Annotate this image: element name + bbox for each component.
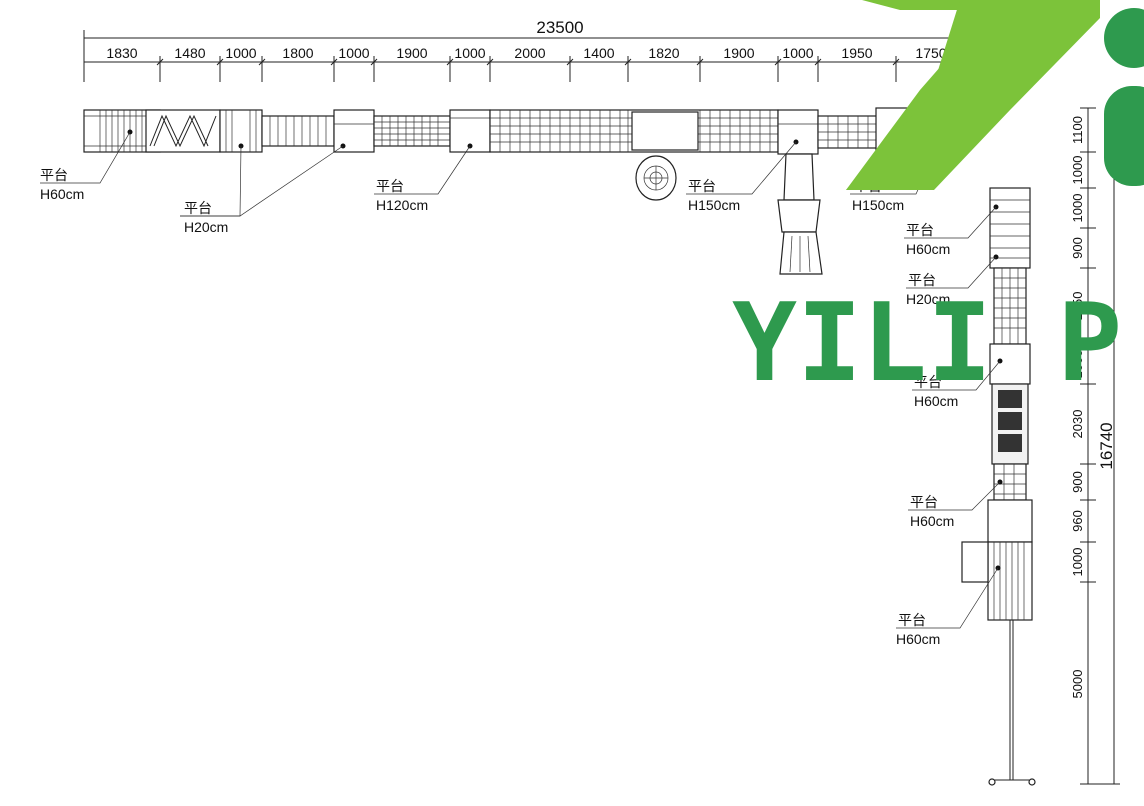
label-2-name: 平台 — [184, 200, 212, 216]
side-dimensions: 1100 1000 1000 900 1850 1000 2030 900 96… — [1070, 107, 1120, 785]
leader-lines — [40, 131, 1001, 629]
label-8-name: 平台 — [914, 374, 942, 390]
label-10-name: 平台 — [898, 612, 926, 628]
label-4-name: 平台 — [688, 178, 716, 194]
label-7-height: H20cm — [906, 291, 950, 307]
top-overall-dimension: 23500 — [83, 18, 1000, 82]
side-dim-6: 1000 — [1070, 350, 1085, 379]
label-8-height: H60cm — [914, 393, 958, 409]
label-9-height: H60cm — [910, 513, 954, 529]
horizontal-structure — [83, 107, 927, 275]
side-dim-5: 1850 — [1070, 292, 1085, 321]
label-1-height: H60cm — [40, 186, 84, 202]
seg-dim-13: 1950 — [841, 45, 872, 61]
seg-dim-2: 1480 — [174, 45, 205, 61]
logo-dot — [1104, 8, 1144, 68]
side-dim-8: 900 — [1070, 471, 1085, 493]
platform-labels: 平台 H60cm 平台 H20cm 平台 H120cm 平台 H150cm 平台… — [40, 167, 958, 647]
side-dim-2: 1000 — [1070, 156, 1085, 185]
seg-dim-4: 1800 — [282, 45, 313, 61]
seg-dim-8: 2000 — [514, 45, 545, 61]
side-dim-7: 2030 — [1070, 410, 1085, 439]
side-dim-3: 1000 — [1070, 194, 1085, 223]
label-4-height: H150cm — [688, 197, 740, 213]
label-7-name: 平台 — [908, 272, 936, 288]
label-6-height: H60cm — [906, 241, 950, 257]
seg-dim-6: 1900 — [396, 45, 427, 61]
side-dim-1: 1100 — [1070, 116, 1085, 144]
vertical-structure — [961, 187, 1036, 786]
watermark-text: YILI P — [732, 281, 1122, 406]
overall-height-text: 16740 — [1097, 422, 1116, 469]
side-dim-10: 1000 — [1070, 548, 1085, 577]
side-dim-4: 900 — [1070, 237, 1085, 259]
seg-dim-14: 1750 — [915, 45, 946, 61]
side-dim-11: 5000 — [1070, 670, 1085, 699]
label-3-name: 平台 — [376, 178, 404, 194]
overall-width-text: 23500 — [536, 18, 583, 37]
label-10-height: H60cm — [896, 631, 940, 647]
watermark-logo: YILI P — [732, 0, 1144, 406]
seg-dim-1: 1830 — [106, 45, 137, 61]
seg-dim-7: 1000 — [454, 45, 485, 61]
top-segment-dimensions: 1830 1480 1000 1800 1000 1900 1000 2000 … — [83, 45, 1000, 82]
label-2-height: H20cm — [184, 219, 228, 235]
seg-dim-9: 1400 — [583, 45, 614, 61]
logo-stem — [1104, 86, 1144, 186]
label-1-name: 平台 — [40, 167, 68, 183]
label-6-name: 平台 — [906, 222, 934, 238]
seg-dim-11: 1900 — [723, 45, 754, 61]
label-5-height: H150cm — [852, 197, 904, 213]
label-3-height: H120cm — [376, 197, 428, 213]
label-9-name: 平台 — [910, 494, 938, 510]
seg-dim-10: 1820 — [648, 45, 679, 61]
side-dim-9: 960 — [1070, 510, 1085, 532]
seg-dim-3: 1000 — [225, 45, 256, 61]
seg-dim-12: 1000 — [782, 45, 813, 61]
seg-dim-5: 1000 — [338, 45, 369, 61]
